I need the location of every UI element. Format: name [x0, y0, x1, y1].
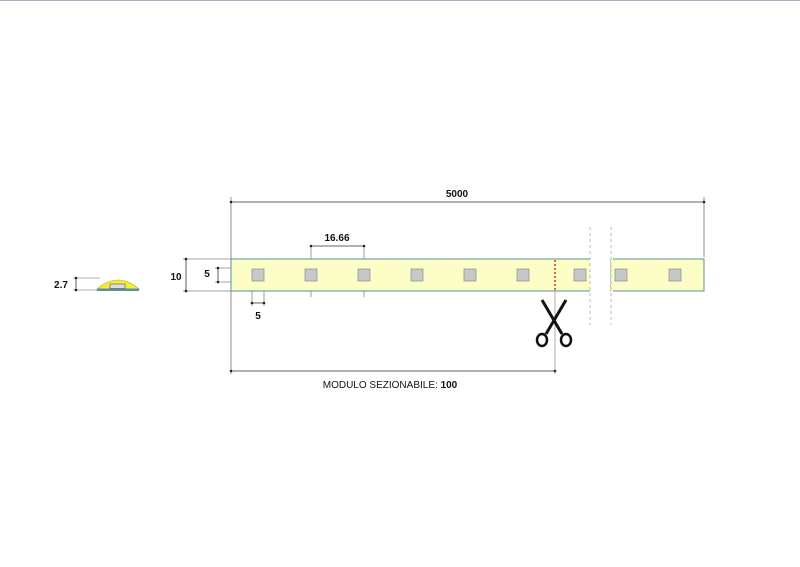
profile-height-label: 2.7: [54, 280, 68, 291]
led-chip: [304, 268, 318, 282]
led-chip: [668, 268, 682, 282]
led-height-label: 5: [204, 269, 210, 280]
led-chip: [357, 268, 371, 282]
led-pitch-label: 16.66: [324, 233, 349, 244]
total-length-label: 5000: [446, 189, 469, 200]
led-chip: [463, 268, 477, 282]
break-lines: [589, 227, 612, 325]
led-chip: [573, 268, 587, 282]
strip-width-label: 10: [170, 272, 182, 283]
led-chip: [410, 268, 424, 282]
led-chip: [251, 268, 265, 282]
led-width-label: 5: [255, 311, 261, 322]
profile-cross-section: [96, 279, 140, 291]
led-chip: [516, 268, 530, 282]
cut-module-label: MODULO SEZIONABILE: 100: [323, 380, 458, 391]
led-chip: [614, 268, 628, 282]
scissors-icon: [535, 299, 573, 348]
